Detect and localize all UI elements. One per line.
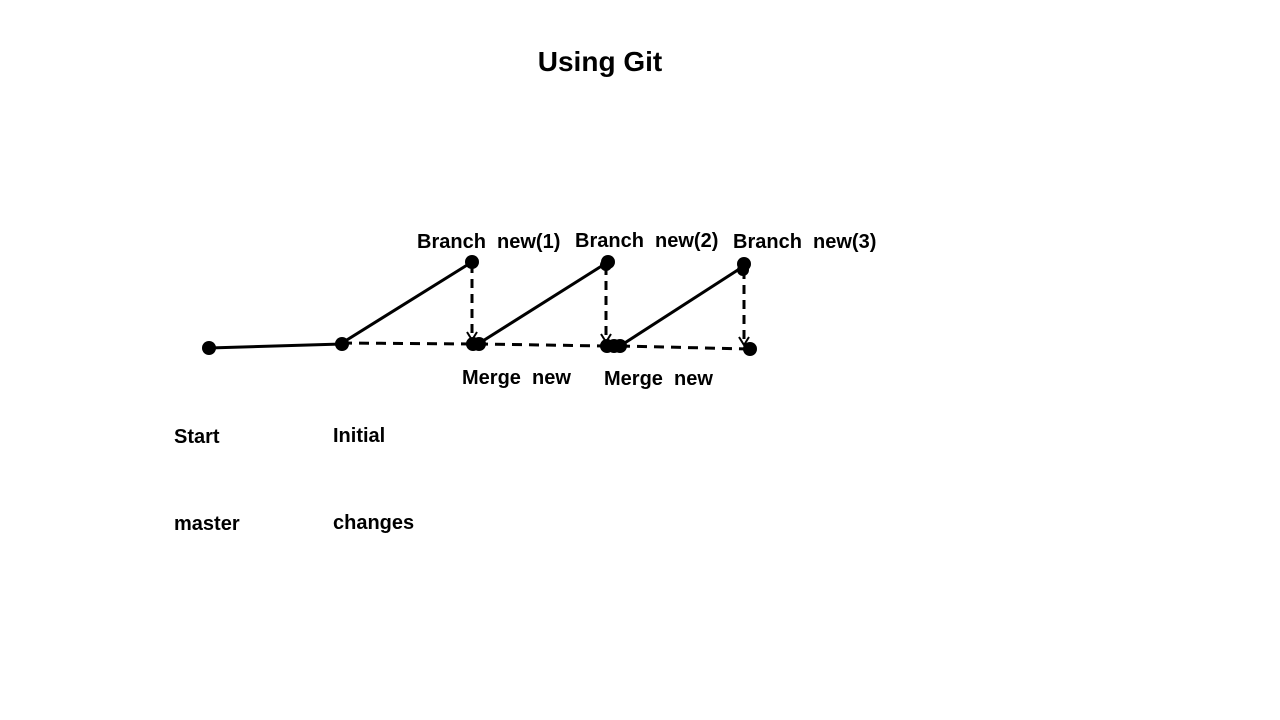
initial-label-line2: changes [333, 512, 415, 534]
merge2-label: Merge new [604, 368, 713, 390]
branch3-label: Branch new(3) [733, 231, 877, 253]
branch2-label: Branch new(2) [575, 230, 719, 252]
master-dashed-line-1 [341, 341, 475, 346]
master-dashed-line-2 [477, 342, 609, 348]
start-label: Start master [174, 365, 240, 597]
branch3-line [619, 264, 745, 348]
commit-merge1b-node [472, 337, 486, 351]
branch1-label: Branch new(1) [417, 231, 561, 253]
commit-start-node [202, 341, 216, 355]
commit-initial-node [335, 337, 349, 351]
initial-label-line1: Initial [333, 425, 386, 447]
master-dashed-line-3 [619, 344, 751, 351]
slide-title: Using Git [537, 46, 663, 77]
commit-branch2b-node [600, 259, 612, 271]
commit-branch1-node [465, 255, 479, 269]
commit-branch3b-node [737, 264, 749, 276]
branch2-line [477, 260, 609, 346]
commit-merge2c-node [613, 339, 627, 353]
merge1-label: Merge new [462, 367, 571, 389]
start-label-line2: master [174, 513, 240, 535]
initial-label: Initial changes [333, 364, 414, 596]
commit-merge3-node [743, 342, 757, 356]
branch1-line [341, 260, 473, 345]
master-line [208, 342, 343, 350]
start-label-line1: Start [174, 426, 220, 448]
